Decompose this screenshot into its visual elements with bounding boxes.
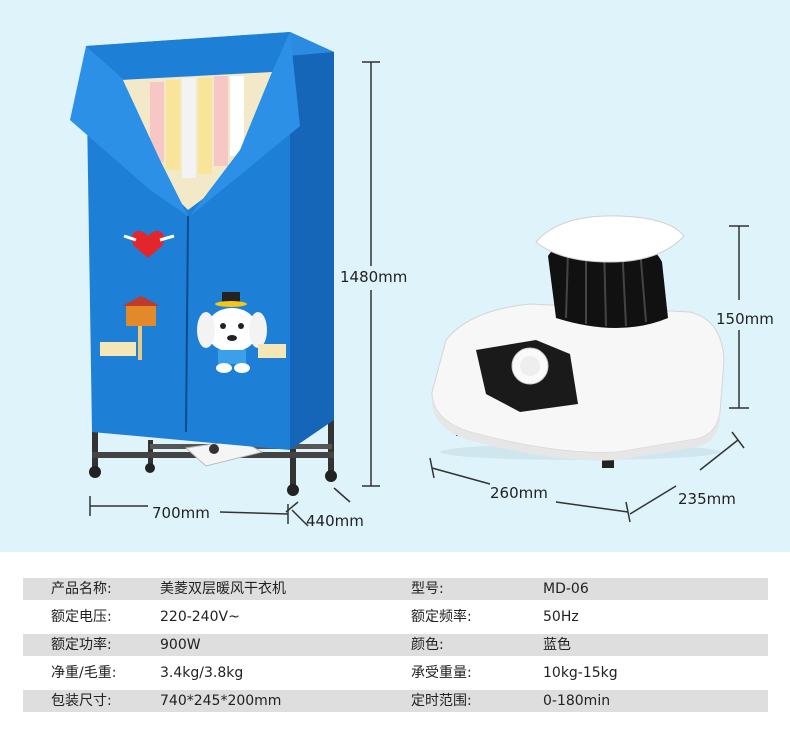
spec-row: 额定电压: 220-240V~ 额定频率: 50Hz — [23, 606, 768, 628]
spec-table: 产品名称: 美菱双层暖风干衣机 型号: MD-06 额定电压: 220-240V… — [23, 578, 768, 718]
spec-value: 900W — [160, 637, 201, 653]
spec-row: 产品名称: 美菱双层暖风干衣机 型号: MD-06 — [23, 578, 768, 600]
spec-value: 740*245*200mm — [160, 693, 282, 709]
spec-label: 型号: — [411, 581, 444, 597]
height-heater-label: 150mm — [716, 310, 774, 328]
spec-value: 50Hz — [543, 609, 579, 625]
heater-dimension-lines — [429, 225, 749, 523]
spec-value: 0-180min — [543, 693, 611, 709]
spec-row: 额定功率: 900W 颜色: 蓝色 — [23, 634, 768, 656]
spec-label: 额定电压: — [51, 609, 112, 625]
spec-value: 美菱双层暖风干衣机 — [160, 581, 286, 597]
spec-label: 额定功率: — [51, 637, 112, 653]
wardrobe-dryer — [70, 32, 337, 496]
depth-heater-label: 235mm — [678, 490, 736, 508]
width-cabinet-label: 700mm — [152, 504, 210, 522]
spec-value: 3.4kg/3.8kg — [160, 665, 244, 681]
spec-label: 颜色: — [411, 637, 444, 653]
heater-unit — [431, 215, 725, 468]
spec-label: 额定频率: — [411, 609, 472, 625]
product-image-area: 1480mm 700mm 440mm 150mm 260mm 235mm — [0, 0, 790, 552]
height-cabinet-label: 1480mm — [340, 268, 408, 286]
cabinet-dimension-lines — [89, 61, 380, 527]
spec-label: 产品名称: — [51, 581, 112, 597]
spec-value: 蓝色 — [543, 637, 571, 653]
spec-label: 包装尺寸: — [51, 693, 112, 709]
width-heater-label: 260mm — [490, 484, 548, 502]
spec-label: 定时范围: — [411, 693, 472, 709]
spec-row: 包装尺寸: 740*245*200mm 定时范围: 0-180min — [23, 690, 768, 712]
spec-label: 净重/毛重: — [51, 665, 117, 681]
spec-row: 净重/毛重: 3.4kg/3.8kg 承受重量: 10kg-15kg — [23, 662, 768, 684]
depth-cabinet-label: 440mm — [306, 512, 364, 530]
spec-value: MD-06 — [543, 581, 589, 597]
spec-value: 10kg-15kg — [543, 665, 618, 681]
product-illustration — [70, 32, 749, 527]
spec-label: 承受重量: — [411, 665, 472, 681]
spec-value: 220-240V~ — [160, 609, 240, 625]
